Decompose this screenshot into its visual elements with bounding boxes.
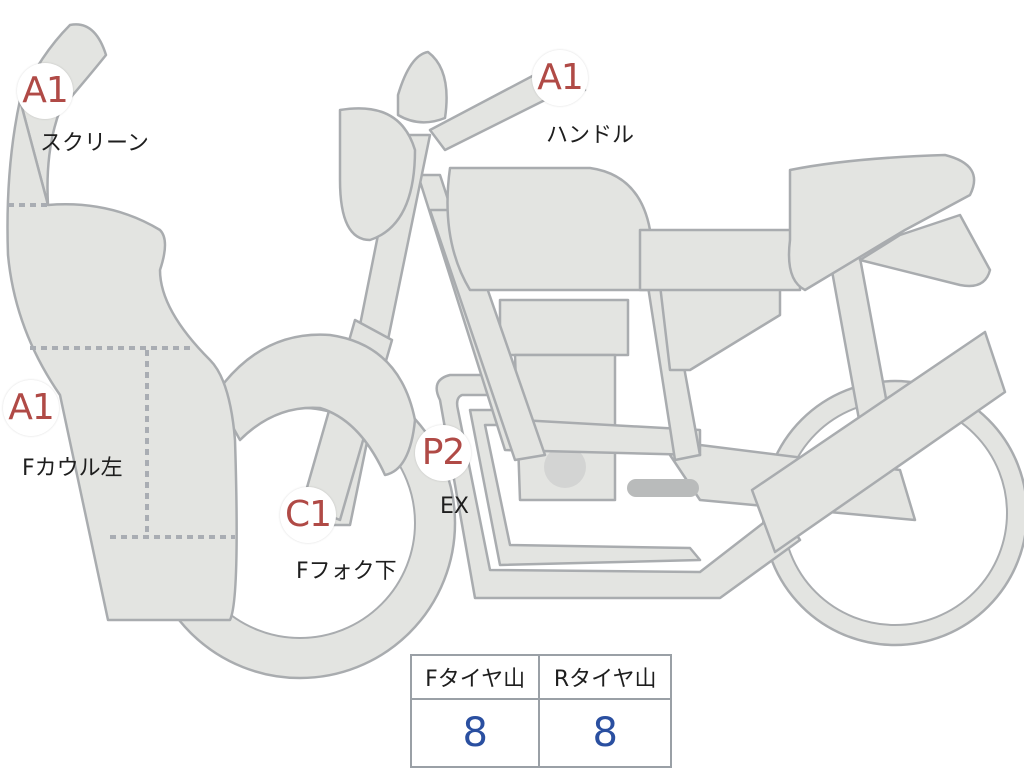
engine-cover <box>544 446 586 488</box>
front-tire-header: Fタイヤ山 <box>409 654 541 700</box>
rear-tire-header: Rタイヤ山 <box>538 654 672 700</box>
marker-ex-code: P2 <box>415 425 471 481</box>
marker-fcowl-label: Fカウル左 <box>22 456 123 481</box>
front-fender <box>213 333 417 477</box>
front-tire-value: 8 <box>409 698 541 768</box>
marker-ffork-code: C1 <box>280 487 336 543</box>
engine-cylinder-head <box>498 298 630 357</box>
marker-handle-label: ハンドル <box>546 123 635 148</box>
seat <box>638 228 802 292</box>
marker-ffork-label: Fフォク下 <box>296 559 397 584</box>
marker-ex-label: EX <box>440 494 469 519</box>
marker-fcowl-code: A1 <box>3 380 59 436</box>
tail-seat <box>787 153 976 292</box>
fuel-tank <box>446 166 652 292</box>
headlight <box>338 107 417 242</box>
side-cover <box>658 283 782 372</box>
front-fairing <box>6 98 238 622</box>
exhaust-lower <box>435 373 802 600</box>
muffler <box>750 330 1007 554</box>
rear-tire-value: 8 <box>538 698 672 768</box>
tail-cowl <box>858 213 992 288</box>
marker-screen-label: スクリーン <box>40 131 149 156</box>
marker-screen-code: A1 <box>17 63 73 119</box>
tire-tread-table: Fタイヤ山 Rタイヤ山 8 8 <box>409 654 672 768</box>
marker-handle-code: A1 <box>532 50 588 106</box>
mirror <box>396 50 448 124</box>
